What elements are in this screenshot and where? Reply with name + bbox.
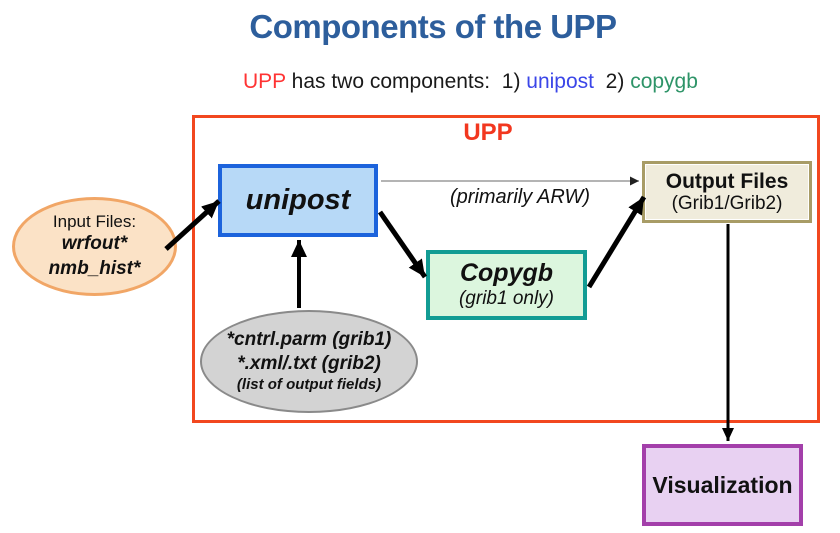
subtitle-copygb-word: copygb	[630, 70, 698, 93]
output-files-label: Output Files	[665, 169, 789, 193]
input-files-wrfout: wrfout*	[61, 233, 128, 255]
unipost-node: unipost	[218, 164, 378, 237]
upp-container-label: UPP	[463, 119, 513, 146]
copygb-sublabel: (grib1 only)	[458, 287, 555, 309]
output-files-sublabel: (Grib1/Grib2)	[671, 193, 783, 215]
copygb-node: Copygb (grib1 only)	[426, 250, 587, 320]
unipost-label: unipost	[245, 184, 351, 216]
page-title: Components of the UPP	[249, 8, 617, 45]
control-files-node: *cntrl.parm (grib1) *.xml/.txt (grib2) (…	[200, 310, 418, 413]
subtitle-unipost-word: unipost	[526, 70, 594, 93]
control-files-line3: (list of output fields)	[236, 375, 382, 393]
subtitle-text: has two components:	[285, 70, 502, 93]
control-files-line2: *.xml/.txt (grib2)	[237, 353, 381, 375]
control-files-line1: *cntrl.parm (grib1)	[226, 329, 392, 351]
copygb-label: Copygb	[459, 259, 554, 288]
output-files-node: Output Files (Grib1/Grib2)	[642, 161, 812, 223]
subtitle-upp-word: UPP	[243, 70, 286, 93]
input-files-nmbhist: nmb_hist*	[48, 258, 141, 280]
primarily-arw-annotation: (primarily ARW)	[450, 186, 590, 208]
subtitle-item2-num: 2)	[594, 70, 631, 93]
upp-container-box: UPP	[192, 115, 820, 423]
visualization-label: Visualization	[652, 471, 793, 498]
input-files-node: Input Files: wrfout* nmb_hist*	[12, 197, 177, 296]
visualization-node: Visualization	[642, 444, 803, 526]
input-files-title: Input Files:	[52, 212, 137, 232]
subtitle-item1-num: 1)	[501, 70, 527, 93]
subtitle: UPP has two components: 1) unipost 2) co…	[243, 70, 698, 94]
